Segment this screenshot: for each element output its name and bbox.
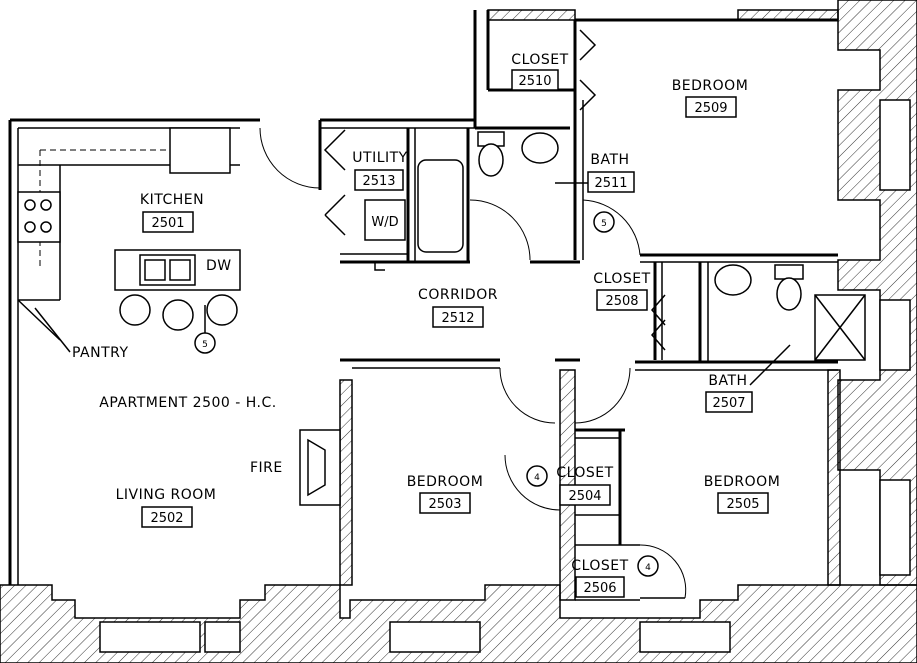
room-number: 2512	[441, 311, 474, 326]
room-name: BEDROOM	[672, 78, 749, 94]
marker-label: 4	[645, 563, 651, 573]
room-utility-2513: UTILITY 2513	[352, 150, 407, 191]
plan-title: APARTMENT 2500 - H.C.	[99, 395, 276, 411]
room-name: KITCHEN	[140, 192, 204, 208]
room-name: BATH	[590, 152, 629, 168]
room-bath-2507: BATH 2507	[705, 373, 753, 413]
room-kitchen-2501: KITCHEN 2501	[140, 192, 204, 233]
dw-label: DW	[206, 258, 232, 274]
marker-label: 5	[601, 219, 607, 229]
marker-label: 4	[534, 473, 540, 483]
room-number: 2502	[150, 511, 183, 526]
kitchen-counters	[17, 127, 241, 341]
room-name: UTILITY	[352, 150, 407, 166]
room-name: CLOSET	[511, 52, 568, 68]
room-name: CLOSET	[556, 465, 613, 481]
misc-labels: APARTMENT 2500 - H.C. PANTRY FIRE DW W/D	[72, 215, 399, 476]
room-bedroom-2503: BEDROOM 2503	[407, 474, 484, 514]
room-number: 2503	[428, 497, 461, 512]
room-name: CORRIDOR	[418, 287, 498, 303]
room-labels: CLOSET 2510 BEDROOM 2509 UTILITY 2513 BA…	[116, 52, 781, 598]
leader-lines	[34, 182, 791, 386]
room-number: 2511	[594, 176, 627, 191]
room-corridor-2512: CORRIDOR 2512	[418, 287, 498, 328]
room-name: CLOSET	[571, 558, 628, 574]
room-name: BEDROOM	[407, 474, 484, 490]
room-closet-2506: CLOSET 2506	[571, 558, 628, 598]
windows	[99, 99, 911, 653]
room-name: CLOSET	[593, 271, 650, 287]
room-number: 2507	[712, 396, 745, 411]
room-name: BATH	[708, 373, 747, 389]
room-number: 2509	[694, 101, 727, 116]
room-name: BEDROOM	[704, 474, 781, 490]
fixtures	[299, 29, 804, 506]
room-number: 2510	[518, 74, 551, 89]
room-closet-2508: CLOSET 2508	[593, 271, 650, 311]
room-closet-2504: CLOSET 2504	[556, 465, 613, 506]
room-number: 2504	[568, 489, 601, 504]
marker-label: 5	[202, 340, 208, 350]
room-bedroom-2505: BEDROOM 2505	[704, 474, 781, 514]
fire-label: FIRE	[250, 460, 283, 476]
room-number: 2506	[583, 581, 616, 596]
room-living-room-2502: LIVING ROOM 2502	[116, 487, 217, 528]
room-bath-2511: BATH 2511	[587, 152, 635, 193]
marker-circles: 5 5 4 4	[194, 211, 659, 577]
room-bedroom-2509: BEDROOM 2509	[672, 78, 749, 118]
room-number: 2508	[605, 294, 638, 309]
room-name: LIVING ROOM	[116, 487, 217, 503]
room-number: 2501	[151, 216, 184, 231]
room-number: 2513	[362, 174, 395, 189]
room-closet-2510: CLOSET 2510	[511, 52, 568, 91]
wd-label: W/D	[371, 215, 398, 230]
room-number: 2505	[726, 497, 759, 512]
door-swings	[259, 127, 687, 599]
pantry-label: PANTRY	[72, 345, 129, 361]
interior-walls	[8, 10, 866, 601]
